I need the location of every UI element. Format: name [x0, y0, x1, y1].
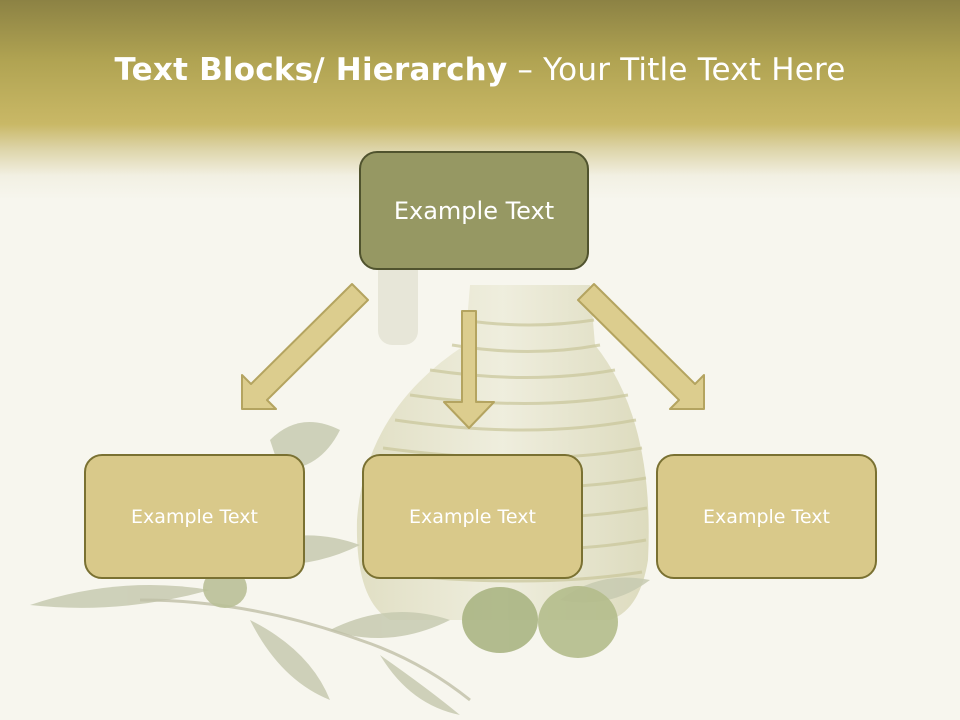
bottle-cap [378, 255, 418, 345]
arrow-center [443, 310, 495, 429]
slide-title: Text Blocks/ Hierarchy – Your Title Text… [0, 52, 960, 88]
arrow-right [577, 283, 705, 410]
child-box-left: Example Text [84, 454, 305, 579]
arrow-left [241, 283, 369, 410]
olive-leaves [30, 422, 650, 715]
top-level-box: Example Text [359, 151, 589, 270]
child-box-right: Example Text [656, 454, 877, 579]
child-box-center: Example Text [362, 454, 583, 579]
slide-title-rest: – Your Title Text Here [507, 52, 846, 88]
olive-branch [139, 598, 471, 702]
slide-title-bold: Text Blocks/ Hierarchy [114, 52, 508, 88]
